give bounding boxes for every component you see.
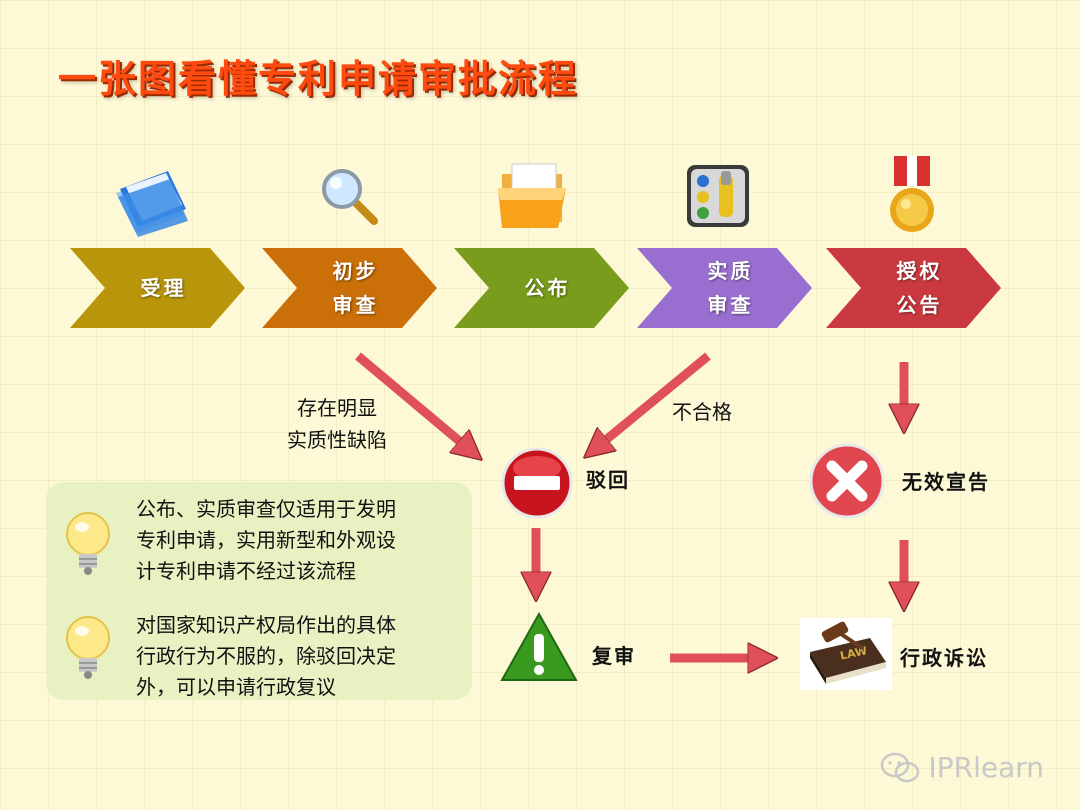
watermark: IPRlearn: [880, 751, 1044, 784]
outcome-rejection: 驳回: [586, 468, 630, 492]
medal-icon: [890, 156, 934, 232]
step-label: 初步 审查: [332, 259, 379, 317]
step-substantive-exam: 实质 审查: [637, 248, 812, 328]
arrow-preliminary-to-rejection: [355, 352, 470, 450]
page-title: 一张图看懂专利申请审批流程: [58, 57, 579, 101]
step-label: 公布: [524, 276, 571, 300]
condition-substantive-fail: 不合格: [672, 400, 732, 424]
step-label: 实质 审查: [707, 259, 754, 317]
invalidation-icon: [809, 443, 885, 519]
step-publication: 公布: [454, 248, 629, 328]
note-admin-review: 对国家知识产权局作出的具体 行政行为不服的，除驳回决定 外，可以申请行政复议: [136, 613, 396, 699]
wechat-icon: [881, 752, 920, 782]
condition-preliminary-defect: 存在明显 实质性缺陷: [287, 396, 387, 452]
step-preliminary-exam: 初步 审查: [262, 248, 437, 328]
warning-icon: [500, 612, 578, 681]
arrow-substantive-to-rejection: [596, 352, 711, 448]
open-folder-icon: [498, 163, 566, 228]
lightbulb-icon: [66, 616, 110, 679]
step-grant-announcement: 授权 公告: [826, 248, 1001, 328]
outcome-reexamination: 复审: [592, 644, 636, 668]
notes-panel: [46, 482, 472, 700]
outcome-invalidation: 无效宣告: [902, 470, 990, 494]
magnifier-icon: [322, 169, 378, 225]
step-label: 受理: [140, 276, 187, 300]
law-book-icon: LAW: [800, 618, 892, 690]
rejection-icon: [501, 447, 573, 519]
folder-icon: [116, 171, 188, 237]
step-acceptance: 受理: [70, 248, 245, 328]
note-scope: 公布、实质审查仅适用于发明 专利申请，实用新型和外观设 计专利申请不经过该流程: [136, 497, 396, 583]
watermark-text: IPRlearn: [928, 751, 1044, 784]
outcome-litigation: 行政诉讼: [900, 646, 988, 670]
step-label: 授权 公告: [896, 259, 943, 317]
control-panel-icon: [687, 165, 749, 227]
lightbulb-icon: [66, 512, 110, 575]
